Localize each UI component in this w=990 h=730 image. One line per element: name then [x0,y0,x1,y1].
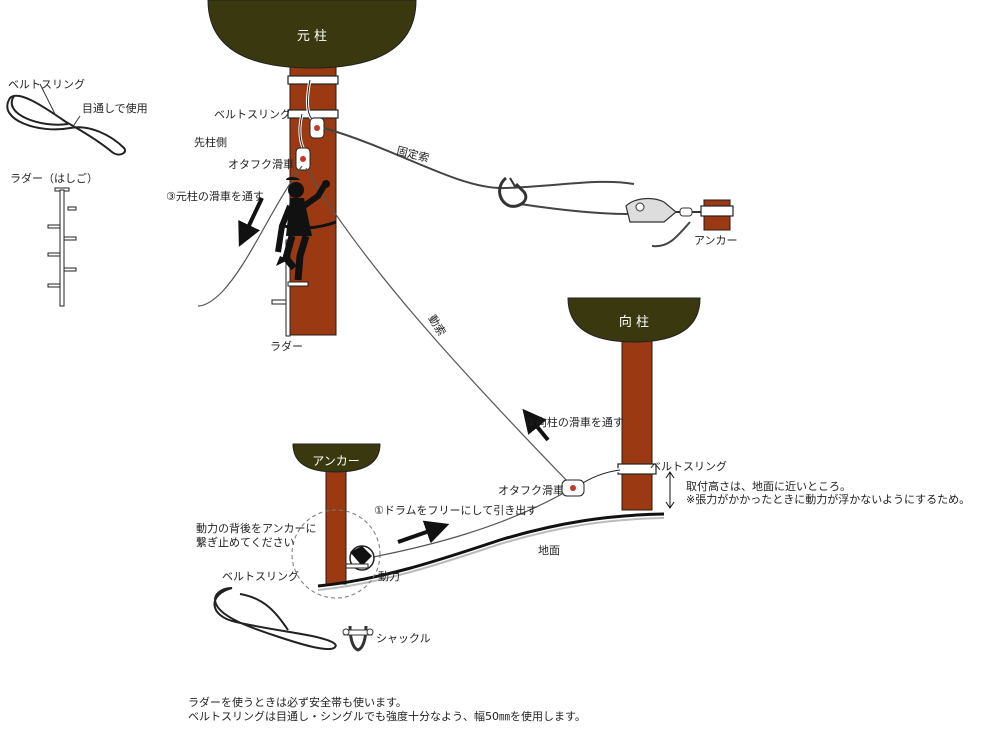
anchor-tree-label: アンカー [312,454,360,468]
target-pole-crown [567,297,701,343]
power-label: 動力 [378,569,400,583]
ladder-label: ラダー [270,339,303,353]
target-pole-label: 向 柱 [619,314,649,330]
belt-sling-top-label: ベルトスリング [214,107,291,121]
step1-label: ①ドラムをフリーにして引き出す [374,503,537,517]
ladder-legend-label: ラダー（はしご） [10,171,98,185]
origin-pole-label: 元 柱 [297,29,327,44]
origin-band-middle [287,109,339,119]
tensioner-icon [625,197,706,223]
belt-sling-right-label: ベルトスリング [650,459,727,473]
otafuku-pulley-bottom-icon [561,479,585,497]
fixed-rope-tail [651,221,691,248]
moving-rope [305,167,573,487]
step2-arrow [522,408,550,442]
belt-sling-legend-label: ベルトスリング [8,77,85,91]
belt-sling-bottom-label: ベルトスリング [222,569,299,583]
moving-rope-slack [197,165,303,307]
anchor-tree-trunk [325,461,347,585]
footer-note-1: ラダーを使うときは必ず安全帯も使います。 [188,696,407,709]
ground-label: 地面 [538,544,560,557]
shackle-icon [342,625,374,652]
tip-side-label: 先柱側 [194,135,227,149]
anchor-tree: アンカー [292,443,381,585]
fixed-rope [323,127,635,190]
moving-rope-label: 動索 [425,312,449,338]
belt-sling-bottom-icon [213,587,337,650]
belt-sling-legend-icon [6,83,126,156]
right-anchor-label: アンカー [694,234,738,247]
winch-rope [367,493,563,559]
tie-back-line-2: 繋ぎ止めてください [196,535,295,549]
height-note-1: 取付高さは、地面に近いところ。 [686,479,851,493]
height-marker [665,471,675,509]
otafuku-top-label: オタフク滑車 [228,157,294,171]
right-anchor-post [700,199,734,231]
target-pole-trunk [621,329,653,511]
step3-label: ③元柱の滑車を通す [166,189,264,203]
otafuku-bottom-label: オタフク滑車 [498,483,564,497]
pulley-top-icon [309,117,325,139]
eye-usage-label: 目通しで使用 [82,102,148,115]
ladder-legend-icon [47,187,77,307]
origin-pole-crown [207,0,417,69]
fixed-rope-lower [519,203,629,215]
power-winch-icon [345,545,375,571]
shackle-label: シャックル [376,632,431,645]
otafuku-pulley-top-icon [295,147,311,171]
anchor-tree-crown [292,443,381,473]
worker-figure [271,177,337,337]
step2-label: ②向柱の滑車を通す [526,415,624,429]
footer-note-2: ベルトスリングは目通し・シングルでも強度十分なよう、幅50㎜を使用します。 [188,710,586,723]
height-note-2: ※張力がかかったときに動力が浮かないようにするため。 [686,492,970,506]
origin-band-top [287,75,339,85]
step1-arrow [397,520,450,544]
tie-back-line-1: 動力の背後をアンカーに [196,521,317,535]
carabiner-hook-icon [498,176,528,208]
ground-shadow [317,517,665,591]
target-pole: 向 柱 [567,297,701,511]
anchor-dashed-circle [291,509,381,599]
step3-arrow [238,197,264,247]
